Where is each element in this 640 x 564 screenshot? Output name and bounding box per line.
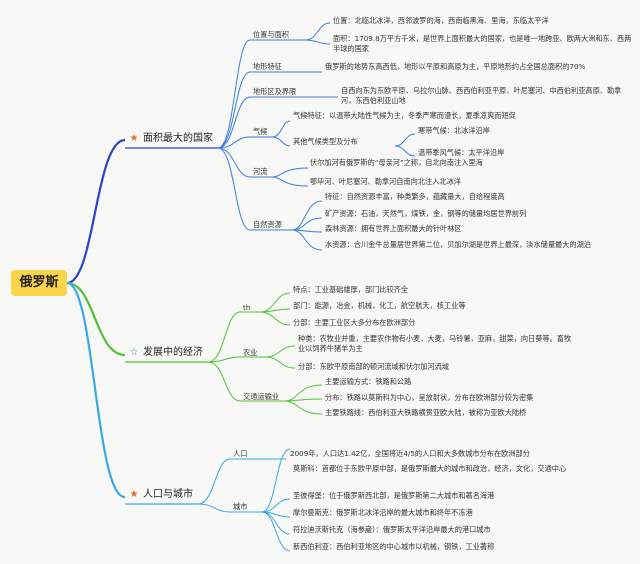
topic-resources[interactable]: 自然资源 bbox=[253, 220, 282, 229]
leaf-transport-railway: 主要铁路线：西伯利亚大铁路横贯亚欧大陆，被称为亚欧大陆桥 bbox=[325, 408, 527, 417]
leaf-volga: 伏尔加河有俄罗斯的“母亲河”之称，自北向南注入里海 bbox=[310, 158, 483, 167]
leaf-climate-cold: 寒带气候：北冰洋沿岸 bbox=[418, 126, 490, 135]
leaf-industry-sectors: 部门：能源，冶金，机械，化工，航空航天，核工业等 bbox=[293, 301, 466, 310]
leaf-moscow: 莫斯科：首都位于东欧平原中部，是俄罗斯最大的城市和政治，经济，文化，交通中心 bbox=[293, 464, 567, 473]
leaf-location: 位置：北临北冰洋，西邻波罗的海，西南临黑海、里海，东临太平洋 bbox=[333, 16, 549, 25]
leaf-terrain: 俄罗斯的地势东高西低，地形以平原和高原为主，平原地形约占全国总面积的70% bbox=[325, 62, 586, 71]
leaf-industry-distribution: 分部：主要工业区大多分布在欧洲部分 bbox=[293, 318, 416, 327]
leaf-area: 面积：1709.8万平方千米，是世界上面积最大的国家，也是唯一地跨亚、欧两大洲和… bbox=[333, 34, 632, 53]
leaf-regions: 自西向东为东欧平原、乌拉尔山脉、西西伯利亚平原、叶尼塞河、中西伯利亚高原、勒拿河… bbox=[341, 86, 622, 105]
branch-population[interactable]: ★ 人口与城市 bbox=[128, 488, 193, 502]
branch-economy-label: 发展中的经济 bbox=[143, 347, 203, 358]
leaf-st-petersburg: 圣彼得堡：位于俄罗斯西北部，是俄罗斯第二大城市和著名海港 bbox=[293, 491, 495, 500]
topic-population[interactable]: 人口 bbox=[233, 449, 248, 458]
leaf-agriculture-types: 种类：农牧业并重，主要农作物有小麦，大麦，马铃薯，亚麻，甜菜，向日葵等。畜牧业以… bbox=[298, 334, 572, 353]
leaf-agriculture-distribution: 分部：东欧平原南部的顿河流域和伏尔加河流域 bbox=[298, 362, 449, 371]
leaf-population: 2009年，人口达1.42亿，全国将近4/5的人口和大多数城市分布在欧洲部分 bbox=[290, 449, 530, 458]
topic-location-area[interactable]: 位置与面积 bbox=[253, 30, 289, 39]
leaf-transport-modes: 主要运输方式：铁路和公路 bbox=[325, 377, 412, 386]
star-outline-icon: ☆ bbox=[129, 347, 139, 358]
star-icon: ★ bbox=[129, 133, 139, 144]
topic-rivers[interactable]: 河流 bbox=[253, 167, 268, 176]
root-topic[interactable]: 俄罗斯 bbox=[11, 270, 67, 296]
star-icon: ★ bbox=[129, 489, 139, 500]
topic-regions[interactable]: 地形区及界限 bbox=[253, 87, 297, 96]
topic-industry[interactable]: th bbox=[243, 303, 251, 312]
leaf-novosibirsk: 新西伯利亚：西伯利亚地区的中心城市以机械，钢铁，工业著称 bbox=[293, 542, 495, 551]
leaf-industry-feature: 特点：工业基础雄厚，部门比较齐全 bbox=[293, 285, 409, 294]
leaf-vladivostok: 符拉迪沃斯托克（海参崴）：俄罗斯太平洋沿岸最大的港口城市 bbox=[293, 525, 491, 534]
leaf-murmansk: 摩尔曼斯克：俄罗斯北冰洋沿岸的最大城市和终年不冻港 bbox=[293, 508, 473, 517]
topic-terrain[interactable]: 地形特征 bbox=[253, 62, 282, 71]
topic-cities[interactable]: 城市 bbox=[233, 502, 248, 511]
leaf-mineral: 矿产资源：石油，天然气，煤铁，金，钢等的储量均居世界前列 bbox=[325, 209, 527, 218]
branch-economy[interactable]: ☆ 发展中的经济 bbox=[128, 346, 203, 360]
branch-area[interactable]: ★ 面积最大的国家 bbox=[128, 132, 213, 146]
leaf-resources-feature: 特征：自然资源丰富，种类繁多，蕴藏量大，自给程度高 bbox=[325, 192, 505, 201]
leaf-climate-other[interactable]: 其他气候类型及分布 bbox=[293, 137, 358, 146]
leaf-forest: 森林资源：拥有世界上面积最大的针叶林区 bbox=[325, 224, 462, 233]
branch-area-label: 面积最大的国家 bbox=[143, 133, 213, 144]
topic-climate[interactable]: 气候 bbox=[253, 127, 268, 136]
leaf-siberian-rivers: 鄂毕河、叶尼塞河、勒拿河自南向北注入北冰洋 bbox=[310, 177, 461, 186]
topic-agriculture[interactable]: 农业 bbox=[243, 348, 258, 357]
branch-population-label: 人口与城市 bbox=[143, 489, 193, 500]
leaf-climate-feature: 气候特征：以温带大陆性气候为主，冬季严寒而漫长，夏季凉爽而短促 bbox=[293, 111, 516, 120]
leaf-water: 水资源：合川金牛总量居世界第二位，贝加尔湖是世界上最深，淡水储量最大的湖泊 bbox=[325, 240, 591, 249]
leaf-transport-distribution: 分布：铁路以莫斯科为中心，呈放射状，分布在欧洲部分较为密集 bbox=[325, 393, 534, 402]
topic-transport[interactable]: 交通运输业 bbox=[243, 392, 279, 401]
leaf-climate-monsoon: 温带季风气候：太平洋沿岸 bbox=[418, 148, 505, 157]
